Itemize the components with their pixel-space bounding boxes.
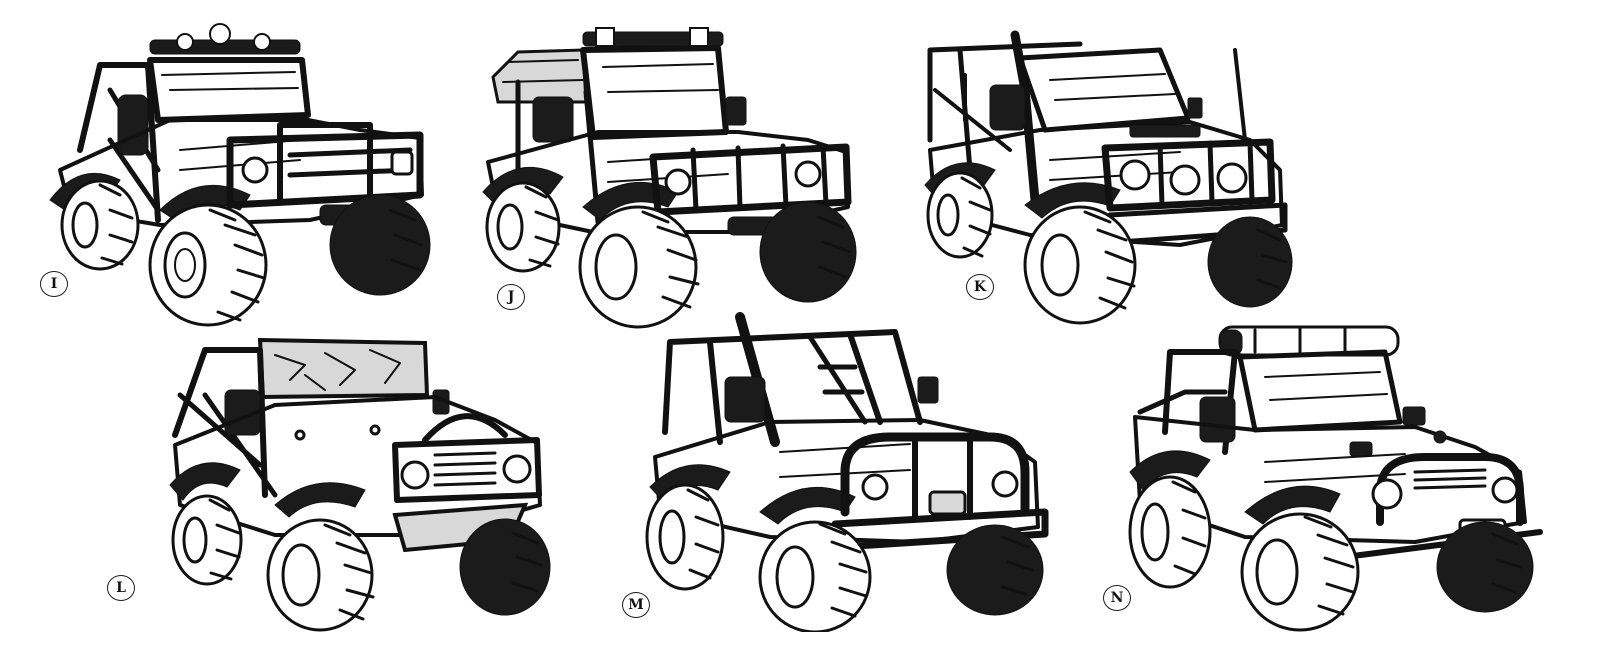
wheel-front-left	[758, 520, 872, 632]
wheel-front-right	[1436, 521, 1534, 613]
wheel-front-right	[1207, 216, 1293, 308]
wheel-front-right	[329, 194, 431, 296]
vehicle-label-n: N	[1103, 585, 1131, 611]
wheel-rear-left	[645, 483, 725, 591]
wheel-rear-left	[1128, 475, 1212, 589]
vehicle-sketch-n	[1128, 325, 1543, 632]
vehicle-sketch-i	[49, 23, 431, 327]
vehicle-sketch-m	[645, 312, 1049, 632]
wheel-front-left	[578, 205, 700, 329]
wheel-front-left	[1240, 512, 1360, 632]
wheel-rear-left	[60, 179, 140, 271]
wheel-front-right	[459, 518, 551, 616]
vehicle-label-i: I	[40, 271, 68, 297]
wheel-front-left	[1023, 205, 1137, 325]
roof-lights	[149, 23, 301, 55]
vehicle-label-j: J	[497, 284, 525, 310]
wheel-rear-left	[485, 181, 561, 273]
wheel-rear-left	[171, 494, 243, 586]
vehicle-sketch-j	[482, 27, 857, 329]
vehicle-sketch-k	[924, 30, 1293, 325]
wheel-front-right	[759, 201, 857, 303]
wheel-front-left	[148, 203, 268, 327]
wheel-front-right	[946, 524, 1044, 616]
roof-lights	[582, 27, 724, 47]
vehicle-label-m: M	[622, 592, 650, 618]
vehicle-sketch-l	[169, 337, 551, 632]
vehicle-label-k: K	[966, 274, 994, 300]
wheel-front-left	[266, 518, 375, 632]
vehicle-label-l: L	[107, 575, 135, 601]
wheel-rear-left	[926, 171, 994, 259]
roof-rack	[1218, 325, 1400, 357]
